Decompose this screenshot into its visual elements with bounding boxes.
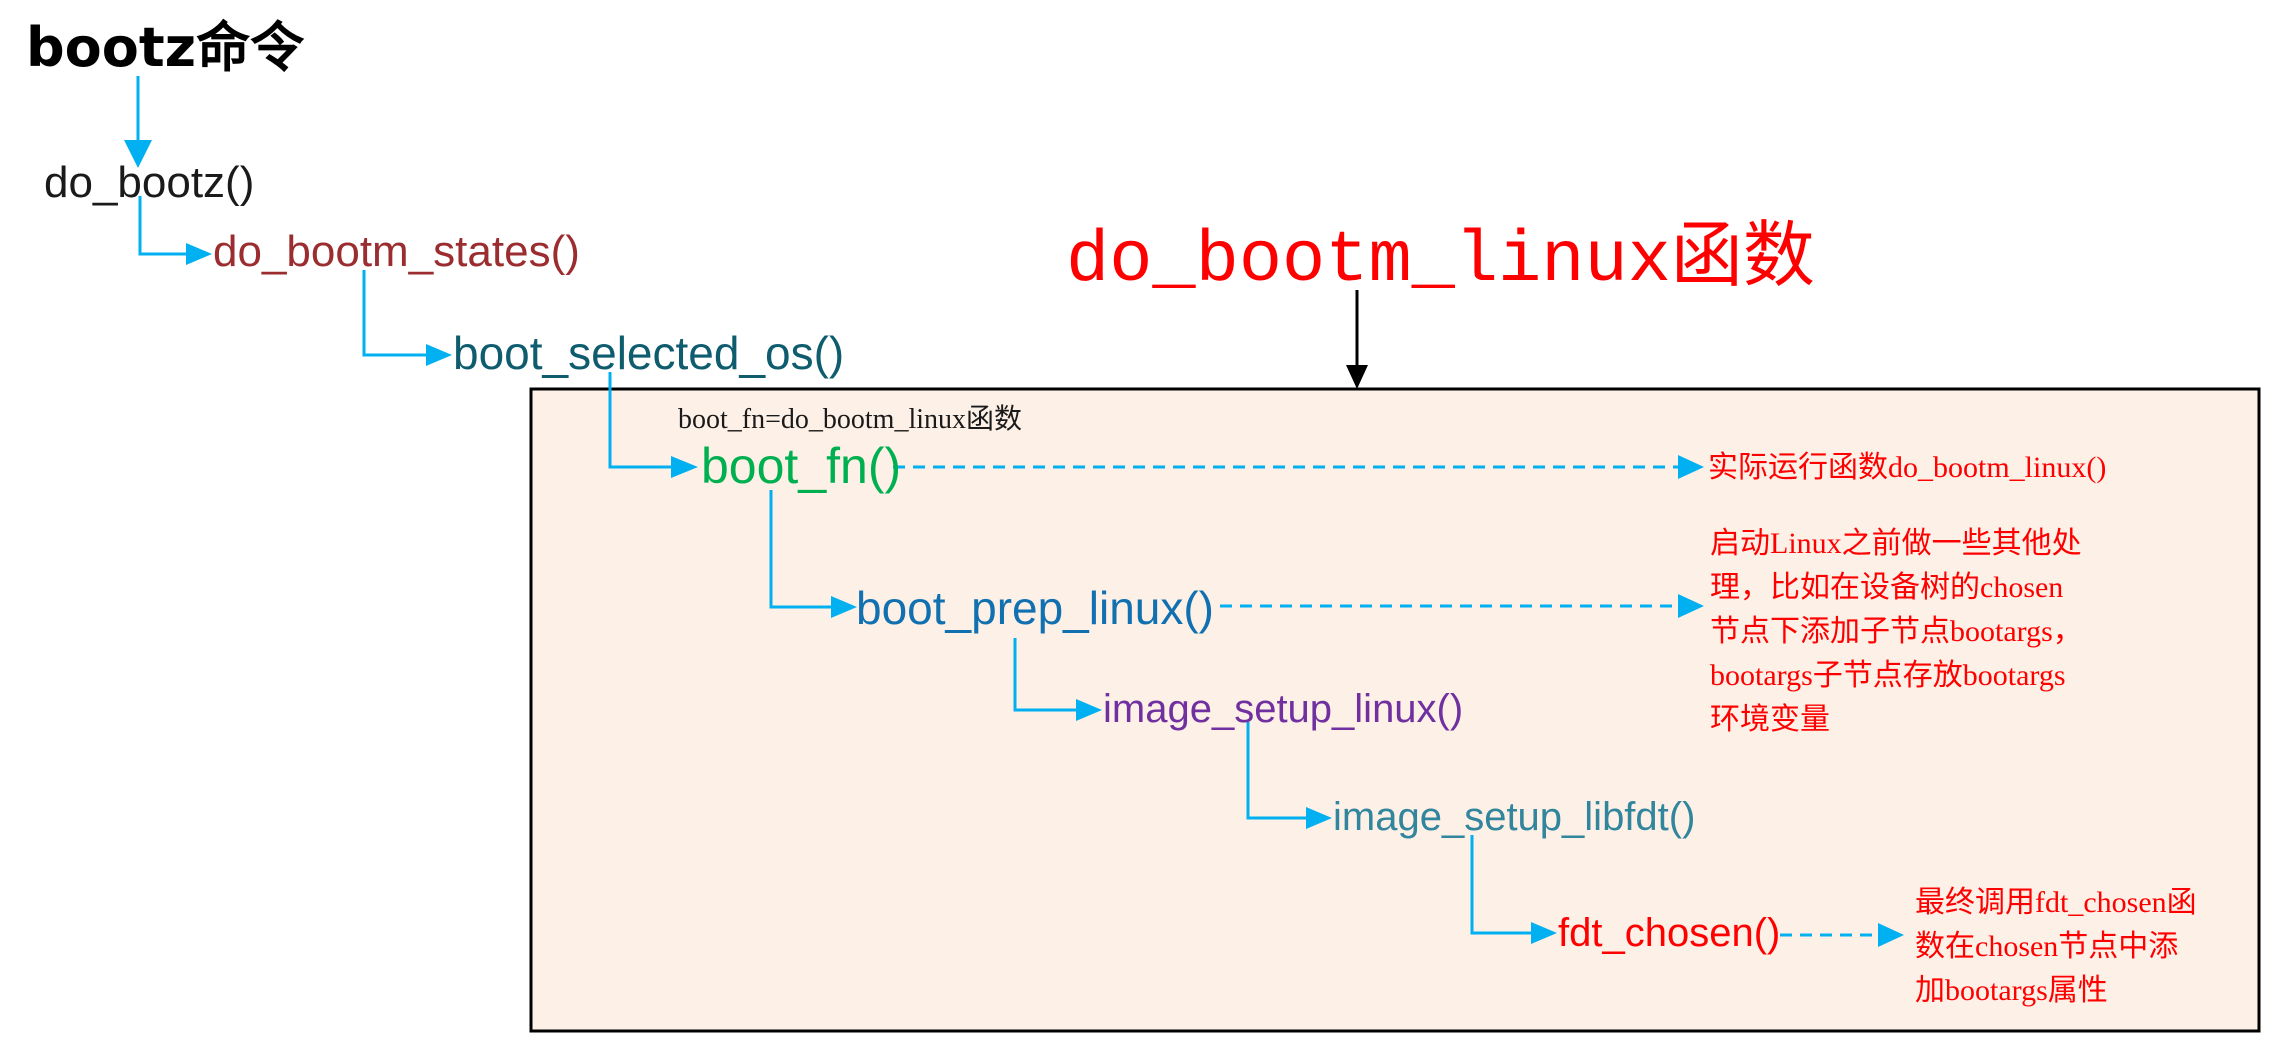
node-boot-prep-linux: boot_prep_linux() — [856, 582, 1214, 634]
note-chosen-line: 数在chosen节点中添 — [1915, 930, 2178, 963]
dashed-arrowhead-prep — [1678, 594, 1704, 618]
node-fdt-chosen: fdt_chosen() — [1558, 911, 1780, 955]
connector-setup-linux-to-libfdt — [1246, 722, 1310, 820]
arrowhead-libfdt — [1306, 807, 1332, 829]
connector-do-bootz-to-states — [138, 196, 190, 256]
note-prep-line: 节点下添加子节点bootargs， — [1710, 615, 2083, 648]
connector-states-to-selected — [362, 270, 430, 357]
note-boot-fn-line: 实际运行函数do_bootm_linux() — [1708, 451, 2106, 484]
dashed-arrowhead-bootfn — [1678, 455, 1704, 479]
node-do-bootm-states: do_bootm_states() — [213, 227, 580, 276]
note-boot-prep-linux: 启动Linux之前做一些其他处 理，比如在设备树的chosen 节点下添加子节点… — [1710, 527, 2083, 736]
arrowhead-bootfn — [671, 456, 698, 478]
arrowhead-selected — [426, 344, 452, 366]
note-fdt-chosen: 最终调用fdt_chosen函 数在chosen节点中添 加bootargs属性 — [1915, 886, 2197, 1007]
note-chosen-line: 最终调用fdt_chosen函 — [1915, 886, 2197, 919]
note-pointers — [893, 465, 1880, 937]
connector-selected-to-bootfn — [608, 372, 675, 469]
do-bootm-linux-box — [529, 387, 2261, 1033]
node-image-setup-linux: image_setup_linux() — [1103, 687, 1463, 731]
note-prep-line: bootargs子节点存放bootargs — [1710, 659, 2066, 692]
connectors — [136, 76, 1535, 935]
box-title: do_bootm_linux函数 — [1066, 219, 1815, 302]
arrowhead-do-bootz — [124, 140, 152, 168]
dashed-arrowhead-chosen — [1878, 923, 1904, 947]
arrowhead-prep — [831, 596, 857, 618]
node-image-setup-libfdt: image_setup_libfdt() — [1333, 795, 1695, 839]
note-chosen-line: 加bootargs属性 — [1915, 974, 2108, 1007]
boot-fn-assignment-label: boot_fn=do_bootm_linux函数 — [678, 403, 1022, 435]
connector-arrowheads — [124, 140, 1557, 944]
node-boot-selected-os: boot_selected_os() — [453, 327, 844, 379]
note-boot-fn: 实际运行函数do_bootm_linux() — [1708, 451, 2106, 484]
title-arrow-head — [1346, 365, 1368, 389]
arrowhead-states — [186, 243, 212, 265]
connector-libfdt-to-chosen — [1470, 835, 1535, 935]
arrowhead-setup-linux — [1076, 699, 1102, 721]
node-do-bootz: do_bootz() — [44, 158, 254, 207]
connector-prep-to-setup-linux — [1013, 638, 1080, 712]
note-prep-line: 启动Linux之前做一些其他处 — [1710, 527, 2082, 560]
node-boot-fn: boot_fn() — [701, 438, 901, 494]
connector-bootfn-to-prep — [769, 490, 835, 609]
arrowhead-chosen — [1531, 922, 1557, 944]
bootz-command-heading: bootz命令 — [26, 16, 305, 79]
note-prep-line: 环境变量 — [1710, 703, 1830, 736]
note-pointer-heads — [1678, 455, 1904, 947]
note-prep-line: 理，比如在设备树的chosen — [1710, 571, 2063, 604]
